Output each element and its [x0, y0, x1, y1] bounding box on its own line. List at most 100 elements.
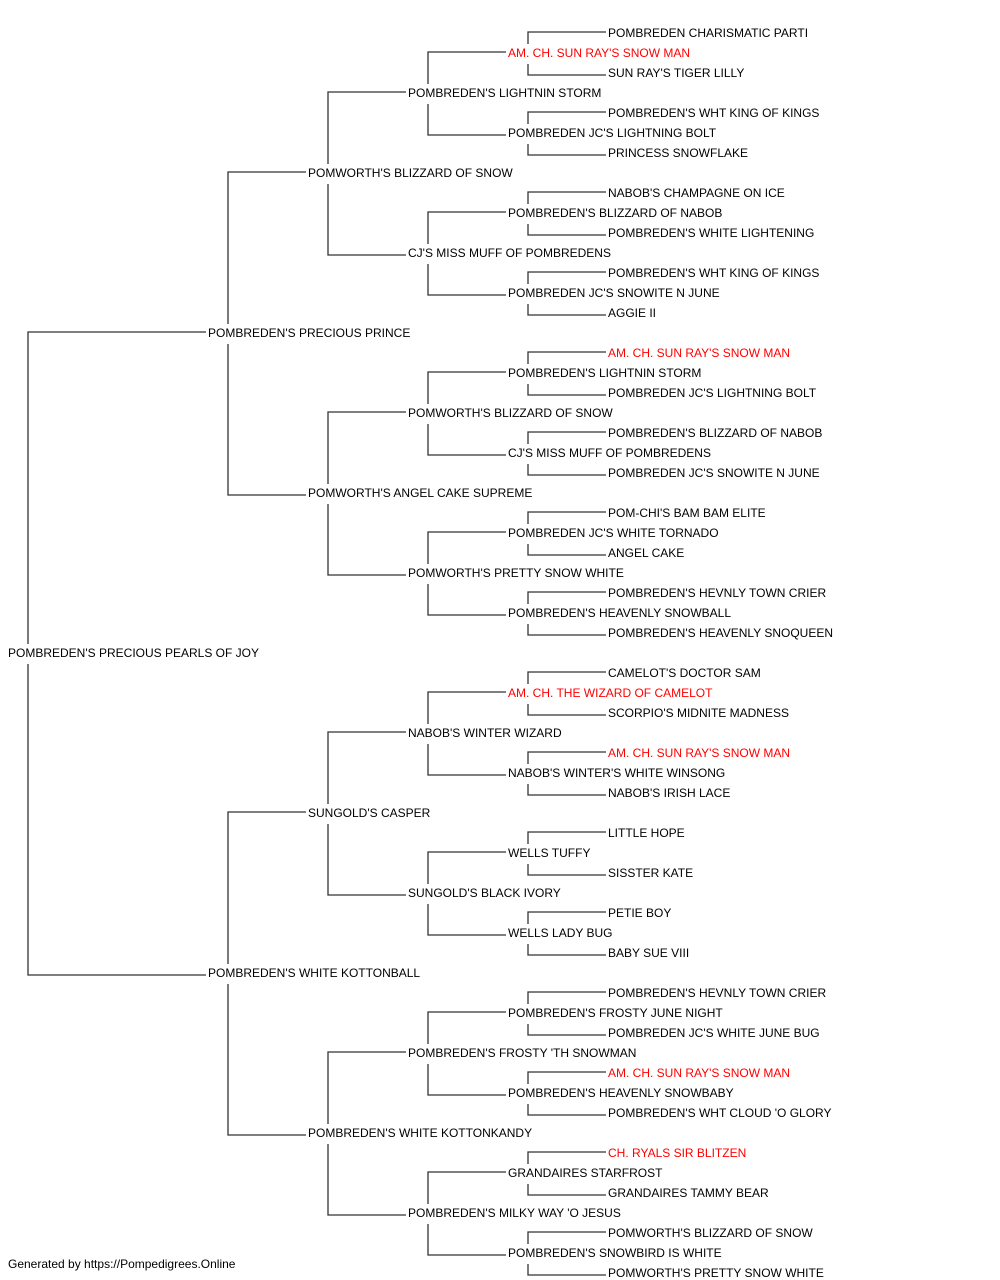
dam-connector-line — [327, 504, 406, 576]
sire-connector-line — [427, 51, 506, 84]
gen4-ancestor-13: POMBREDEN'S HEAVENLY SNOWBABY — [508, 1086, 734, 1100]
gen3-ancestor-7: POMBREDEN'S MILKY WAY 'O JESUS — [408, 1206, 621, 1220]
sire-connector-line — [527, 351, 606, 364]
gen5-ancestor-10: POMBREDEN'S BLIZZARD OF NABOB — [608, 426, 822, 440]
dam-connector-line — [527, 1024, 606, 1036]
gen5-ancestor-24: POMBREDEN'S HEVNLY TOWN CRIER — [608, 986, 826, 1000]
dam-connector-line — [527, 544, 606, 556]
gen5-ancestor-4: NABOB'S CHAMPAGNE ON ICE — [608, 186, 785, 200]
gen4-ancestor-15: POMBREDEN'S SNOWBIRD IS WHITE — [508, 1246, 722, 1260]
dam-connector-line — [327, 184, 406, 256]
gen5-ancestor-31: POMWORTH'S PRETTY SNOW WHITE — [608, 1266, 824, 1280]
gen5-ancestor-20: LITTLE HOPE — [608, 826, 685, 840]
gen2-ancestor-3: POMBREDEN'S WHITE KOTTONKANDY — [308, 1126, 532, 1140]
sire-connector-line — [327, 91, 406, 164]
dam-connector-line — [227, 344, 306, 496]
gen5-ancestor-14: POMBREDEN'S HEVNLY TOWN CRIER — [608, 586, 826, 600]
dam-connector-line — [427, 264, 506, 296]
sire-connector-line — [227, 171, 306, 324]
gen5-ancestor-27: POMBREDEN'S WHT CLOUD 'O GLORY — [608, 1106, 832, 1120]
sire-connector-line — [527, 671, 606, 684]
gen4-ancestor-0: AM. CH. SUN RAY'S SNOW MAN — [508, 46, 690, 60]
gen4-ancestor-4: POMBREDEN'S LIGHTNIN STORM — [508, 366, 701, 380]
gen5-ancestor-2: POMBREDEN'S WHT KING OF KINGS — [608, 106, 819, 120]
gen5-ancestor-1: SUN RAY'S TIGER LILLY — [608, 66, 744, 80]
gen2-ancestor-2: SUNGOLD'S CASPER — [308, 806, 431, 820]
sire-connector-line — [527, 511, 606, 524]
dam-connector-line — [527, 784, 606, 796]
dam-connector-line — [527, 944, 606, 956]
gen4-ancestor-11: WELLS LADY BUG — [508, 926, 612, 940]
gen5-ancestor-18: AM. CH. SUN RAY'S SNOW MAN — [608, 746, 790, 760]
gen5-ancestor-8: AM. CH. SUN RAY'S SNOW MAN — [608, 346, 790, 360]
gen5-ancestor-17: SCORPIO'S MIDNITE MADNESS — [608, 706, 789, 720]
dam-connector-line — [227, 984, 306, 1136]
sire-connector-line — [527, 431, 606, 444]
sire-connector-line — [427, 851, 506, 884]
sire-connector-line — [427, 531, 506, 564]
gen5-ancestor-7: AGGIE II — [608, 306, 656, 320]
gen2-ancestor-1: POMWORTH'S ANGEL CAKE SUPREME — [308, 486, 532, 500]
gen3-ancestor-2: POMWORTH'S BLIZZARD OF SNOW — [408, 406, 613, 420]
gen4-ancestor-9: NABOB'S WINTER'S WHITE WINSONG — [508, 766, 725, 780]
sire-connector-line — [427, 691, 506, 724]
gen3-ancestor-0: POMBREDEN'S LIGHTNIN STORM — [408, 86, 601, 100]
gen5-ancestor-9: POMBREDEN JC'S LIGHTNING BOLT — [608, 386, 817, 400]
dam-connector-line — [527, 704, 606, 716]
dam-connector-line — [427, 1224, 506, 1256]
sire-connector-line — [527, 191, 606, 204]
sire-connector-line — [427, 371, 506, 404]
gen3-ancestor-3: POMWORTH'S PRETTY SNOW WHITE — [408, 566, 624, 580]
gen5-ancestor-5: POMBREDEN'S WHITE LIGHTENING — [608, 226, 814, 240]
dam-connector-line — [527, 1264, 606, 1276]
sire-connector-line — [427, 211, 506, 244]
gen4-ancestor-6: POMBREDEN JC'S WHITE TORNADO — [508, 526, 719, 540]
gen5-ancestor-21: SISSTER KATE — [608, 866, 693, 880]
dam-connector-line — [427, 104, 506, 136]
dam-connector-line — [427, 904, 506, 936]
gen4-ancestor-5: CJ'S MISS MUFF OF POMBREDENS — [508, 446, 711, 460]
sire-connector-line — [527, 751, 606, 764]
gen4-ancestor-10: WELLS TUFFY — [508, 846, 590, 860]
sire-connector-line — [527, 991, 606, 1004]
sire-connector-line — [527, 1151, 606, 1164]
dam-connector-line — [527, 384, 606, 396]
dam-connector-line — [527, 464, 606, 476]
gen5-ancestor-25: POMBREDEN JC'S WHITE JUNE BUG — [608, 1026, 820, 1040]
dam-connector-line — [427, 744, 506, 776]
sire-connector-line — [227, 811, 306, 964]
dam-connector-line — [527, 224, 606, 236]
gen3-ancestor-6: POMBREDEN'S FROSTY 'TH SNOWMAN — [408, 1046, 636, 1060]
sire-connector-line — [327, 1051, 406, 1124]
gen3-ancestor-5: SUNGOLD'S BLACK IVORY — [408, 886, 561, 900]
gen5-ancestor-3: PRINCESS SNOWFLAKE — [608, 146, 748, 160]
sire-connector-line — [327, 731, 406, 804]
gen5-ancestor-19: NABOB'S IRISH LACE — [608, 786, 730, 800]
dam-connector-line — [427, 1064, 506, 1096]
gen5-ancestor-13: ANGEL CAKE — [608, 546, 684, 560]
sire-connector-line — [527, 31, 606, 44]
dam-connector-line — [27, 664, 206, 976]
gen4-ancestor-8: AM. CH. THE WIZARD OF CAMELOT — [508, 686, 713, 700]
sire-connector-line — [327, 411, 406, 484]
dam-connector-line — [527, 64, 606, 76]
gen5-ancestor-15: POMBREDEN'S HEAVENLY SNOQUEEN — [608, 626, 833, 640]
dam-connector-line — [527, 144, 606, 156]
sire-connector-line — [527, 591, 606, 604]
gen5-ancestor-11: POMBREDEN JC'S SNOWITE N JUNE — [608, 466, 820, 480]
gen5-ancestor-29: GRANDAIRES TAMMY BEAR — [608, 1186, 769, 1200]
gen5-ancestor-22: PETIE BOY — [608, 906, 671, 920]
gen5-ancestor-12: POM-CHI'S BAM BAM ELITE — [608, 506, 766, 520]
sire-connector-line — [427, 1171, 506, 1204]
pedigree-name-labels: POMBREDEN'S PRECIOUS PEARLS OF JOYPOMBRE… — [8, 26, 833, 1280]
gen5-ancestor-23: BABY SUE VIII — [608, 946, 689, 960]
gen3-ancestor-1: CJ'S MISS MUFF OF POMBREDENS — [408, 246, 611, 260]
gen4-ancestor-1: POMBREDEN JC'S LIGHTNING BOLT — [508, 126, 717, 140]
dam-connector-line — [527, 624, 606, 636]
dam-connector-line — [327, 824, 406, 896]
gen4-ancestor-7: POMBREDEN'S HEAVENLY SNOWBALL — [508, 606, 731, 620]
gen5-ancestor-0: POMBREDEN CHARISMATIC PARTI — [608, 26, 808, 40]
dam-connector-line — [527, 1104, 606, 1116]
dam-connector-line — [527, 304, 606, 316]
